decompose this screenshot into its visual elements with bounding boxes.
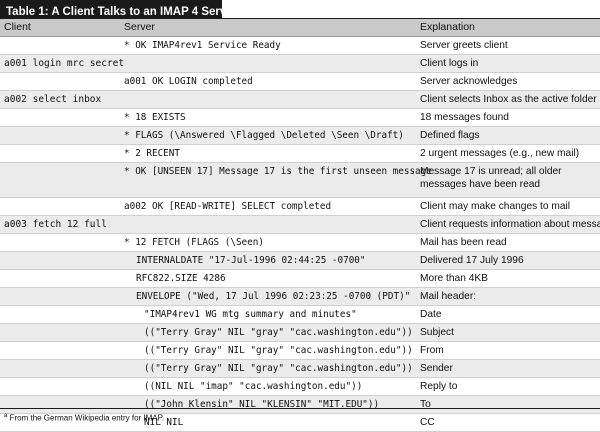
table-row: (("John Klensin" NIL "KLENSIN" "MIT.EDU"… xyxy=(0,396,600,414)
table-row: a003 fetch 12 full Client requests inform… xyxy=(0,216,600,234)
header-client: Client xyxy=(4,21,31,33)
server-cell: "IMAP4rev1 WG mtg summary and minutes" xyxy=(144,309,357,320)
table-row: * OK IMAP4rev1 Service Ready Server greet… xyxy=(0,37,600,55)
explanation-cell: More than 4KB xyxy=(420,273,488,284)
header-explanation: Explanation xyxy=(420,21,475,33)
table-body: * OK IMAP4rev1 Service Ready Server greet… xyxy=(0,37,600,432)
explanation-cell: 2 urgent messages (e.g., new mail) xyxy=(420,148,580,159)
table-header: Client Server Explanation xyxy=(0,19,600,37)
server-cell: INTERNALDATE "17-Jul-1996 02:44:25 -0700… xyxy=(136,255,366,266)
server-cell: * OK IMAP4rev1 Service Ready xyxy=(124,40,281,51)
explanation-cell: Defined flags xyxy=(420,130,480,141)
table-row: a002 select inbox Client selects Inbox as… xyxy=(0,91,600,109)
explanation-cell: Client requests information about messag… xyxy=(420,219,600,230)
explanation-cell: From xyxy=(420,345,444,356)
table-title: Table 1: A Client Talks to an IMAP 4 Ser… xyxy=(0,0,244,18)
explanation-cell: Reply to xyxy=(420,381,458,392)
client-cell: a003 fetch 12 full xyxy=(4,219,107,230)
table-row: * FLAGS (\Answered \Flagged \Deleted \Se… xyxy=(0,127,600,145)
client-cell: a002 select inbox xyxy=(4,94,102,105)
table-row: INTERNALDATE "17-Jul-1996 02:44:25 -0700… xyxy=(0,252,600,270)
title-bar: Table 1: A Client Talks to an IMAP 4 Ser… xyxy=(0,0,600,19)
explanation-cell: 18 messages found xyxy=(420,112,509,123)
table-title-text: Table 1: A Client Talks to an IMAP 4 Ser… xyxy=(6,5,240,18)
server-cell: * FLAGS (\Answered \Flagged \Deleted \Se… xyxy=(124,130,404,141)
server-cell: * 12 FETCH (FLAGS (\Seen) xyxy=(124,237,264,248)
explanation-cell: Client logs in xyxy=(420,58,479,69)
explanation-cell: Delivered 17 July 1996 xyxy=(420,255,524,266)
table-row: ENVELOPE ("Wed, 17 Jul 1996 02:23:25 -07… xyxy=(0,288,600,306)
server-cell: (("John Klensin" NIL "KLENSIN" "MIT.EDU"… xyxy=(144,399,380,410)
footnote-marker: a xyxy=(4,413,8,419)
explanation-cell: Sender xyxy=(420,363,453,374)
explanation-cell: Client selects Inbox as the active folde… xyxy=(420,94,597,105)
explanation-cell: Mail has been read xyxy=(420,237,507,248)
server-cell: RFC822.SIZE 4286 xyxy=(136,273,226,284)
server-cell: * 2 RECENT xyxy=(124,148,180,159)
table-row: "IMAP4rev1 WG mtg summary and minutes" Da… xyxy=(0,306,600,324)
explanation-cell: Subject xyxy=(420,327,454,338)
server-cell: ((NIL NIL "imap" "cac.washington.edu")) xyxy=(144,381,363,392)
server-cell: (("Terry Gray" NIL "gray" "cac.washingto… xyxy=(144,345,413,356)
server-cell: a002 OK [READ-WRITE] SELECT completed xyxy=(124,201,332,212)
server-cell: NIL NIL xyxy=(144,417,184,428)
server-cell: ENVELOPE ("Wed, 17 Jul 1996 02:23:25 -07… xyxy=(136,291,411,302)
server-cell: a001 OK LOGIN completed xyxy=(124,76,253,87)
client-cell: a001 login mrc secret xyxy=(4,58,125,69)
explanation-cell: Message 17 is unread; all older messages… xyxy=(420,166,562,190)
server-cell: (("Terry Gray" NIL "gray" "cac.washingto… xyxy=(144,327,413,338)
server-cell: (("Terry Gray" NIL "gray" "cac.washingto… xyxy=(144,363,413,374)
table-row: RFC822.SIZE 4286 More than 4KB xyxy=(0,270,600,288)
table-row: * 18 EXISTS 18 messages found xyxy=(0,109,600,127)
footnote-text: From the German Wikipedia entry for IMAP… xyxy=(9,413,165,423)
server-cell: * OK [UNSEEN 17] Message 17 is the first… xyxy=(124,166,432,177)
explanation-cell: Client may make changes to mail xyxy=(420,201,571,212)
table-row: (("Terry Gray" NIL "gray" "cac.washingto… xyxy=(0,360,600,378)
table-row: a001 login mrc secret Client logs in xyxy=(0,55,600,73)
header-server: Server xyxy=(124,21,155,33)
table-row: (("Terry Gray" NIL "gray" "cac.washingto… xyxy=(0,342,600,360)
explanation-cell: Server acknowledges xyxy=(420,76,518,87)
title-footnote-marker: a xyxy=(239,5,244,12)
explanation-cell: Server greets client xyxy=(420,40,508,51)
table-row: * 12 FETCH (FLAGS (\Seen) Mail has been r… xyxy=(0,234,600,252)
table-row: (("Terry Gray" NIL "gray" "cac.washingto… xyxy=(0,324,600,342)
table-row: a001 OK LOGIN completed Server acknowledg… xyxy=(0,73,600,91)
table-row: ((NIL NIL "imap" "cac.washington.edu")) R… xyxy=(0,378,600,396)
table-row: * 2 RECENT 2 urgent messages (e.g., new m… xyxy=(0,145,600,163)
explanation-cell: Date xyxy=(420,309,442,320)
explanation-cell: Mail header: xyxy=(420,291,477,302)
table-row: a002 OK [READ-WRITE] SELECT completed Cli… xyxy=(0,198,600,216)
explanation-cell: CC xyxy=(420,417,435,428)
explanation-cell: To xyxy=(420,399,431,410)
footnote: a From the German Wikipedia entry for IM… xyxy=(0,408,600,427)
server-cell: * 18 EXISTS xyxy=(124,112,186,123)
table-row: * OK [UNSEEN 17] Message 17 is the first… xyxy=(0,163,600,198)
